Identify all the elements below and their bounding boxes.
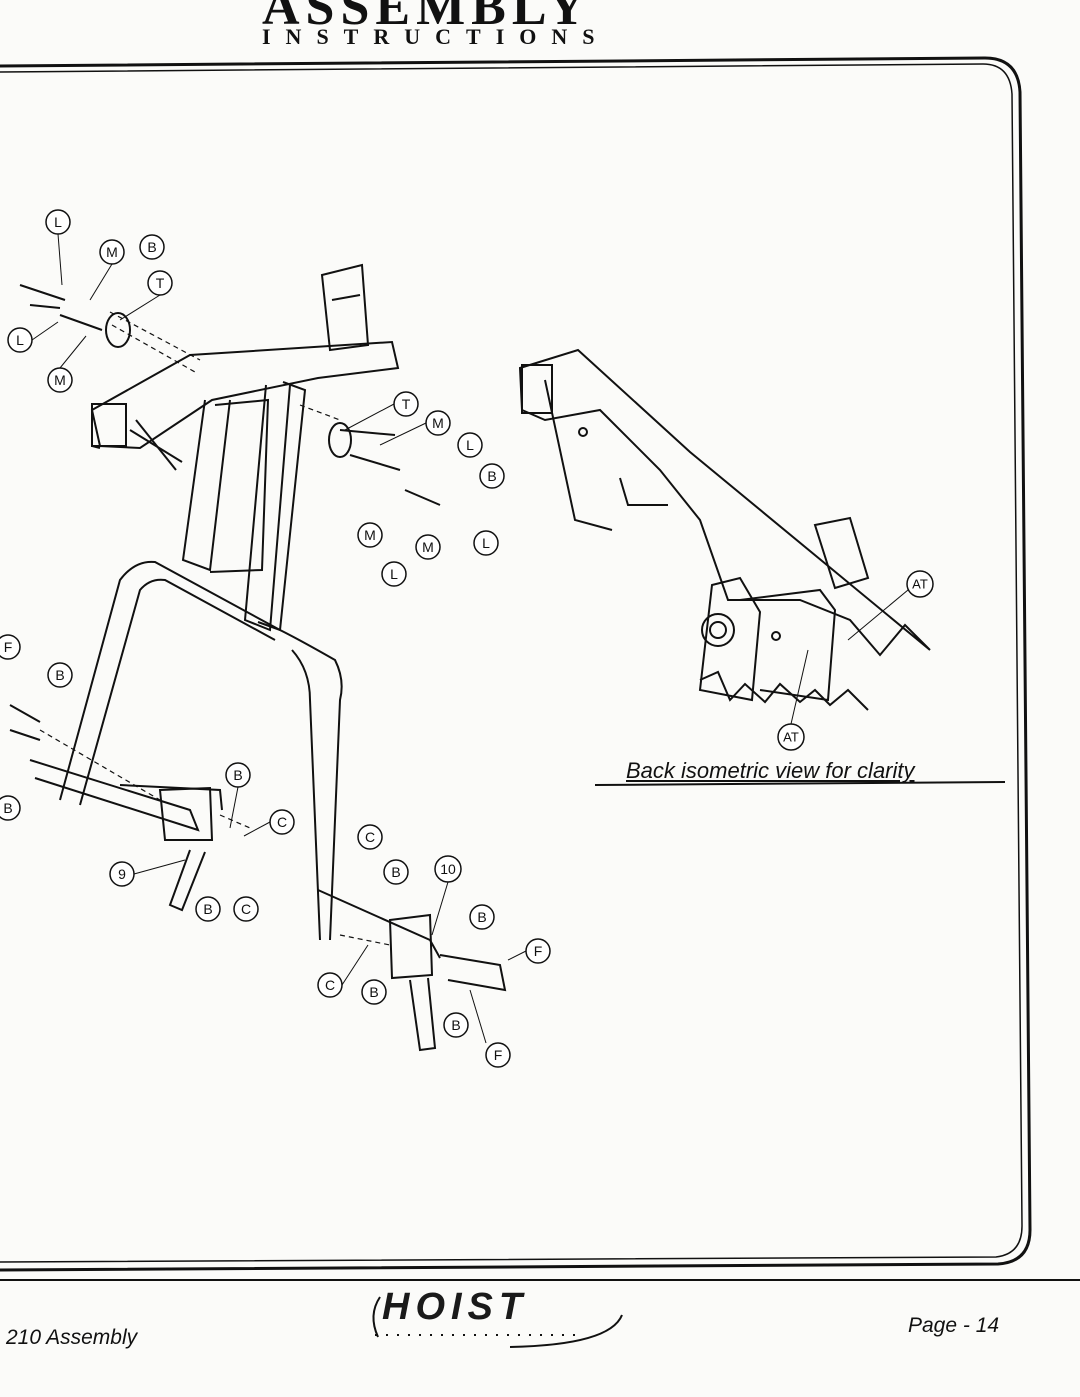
callout-label-m: M — [432, 415, 444, 431]
callout-label-b: B — [451, 1017, 461, 1033]
callout-label-b: B — [233, 767, 243, 783]
callout-label-c: C — [324, 977, 336, 993]
footer-document-name: 210 Assembly — [6, 1326, 138, 1349]
callout-label-f: F — [493, 1047, 503, 1063]
callout-label-m: M — [364, 527, 376, 543]
callout-label-b: B — [203, 901, 213, 917]
callout-label-at: AT — [912, 576, 928, 592]
callout-label-l: L — [482, 535, 490, 551]
callout-label-b: B — [55, 667, 65, 683]
callout-label-b: B — [477, 909, 487, 925]
page-frame — [0, 56, 1080, 1281]
callout-label-b: B — [3, 800, 13, 816]
callout-leaders — [31, 233, 909, 1044]
main-frame — [9, 263, 507, 1052]
page-subtitle: INSTRUCTIONS — [262, 24, 610, 49]
callout-label-c: C — [276, 814, 288, 830]
back-isometric-drawing — [518, 348, 1006, 786]
hoist-logo-text: HOIST — [382, 1286, 529, 1328]
callout-label-10: 10 — [440, 861, 456, 877]
callout-label-at: AT — [783, 729, 799, 745]
callout-label-l: L — [390, 566, 398, 582]
callout-label-m: M — [106, 244, 118, 260]
callout-label-b: B — [147, 239, 157, 255]
callout-label-b: B — [487, 468, 497, 484]
callout-label-l: L — [466, 437, 474, 453]
callout-label-m: M — [422, 539, 434, 555]
callout-label-t: T — [401, 396, 411, 412]
callout-label-l: L — [16, 332, 24, 348]
hoist-logo — [372, 1296, 623, 1348]
callout-label-b: B — [391, 864, 401, 880]
callout-label-t: T — [155, 275, 165, 291]
callout-label-9: 9 — [118, 866, 126, 882]
callout-label-b: B — [369, 984, 379, 1000]
figure-caption: Back isometric view for clarity — [626, 758, 915, 783]
callout-label-c: C — [364, 829, 376, 845]
callout-circles — [0, 209, 934, 1068]
callout-label-f: F — [3, 639, 13, 655]
page-title: ASSEMBLY — [262, 0, 592, 36]
callout-label-m: M — [54, 372, 66, 388]
callout-label-f: F — [533, 943, 543, 959]
page-number: Page - 14 — [908, 1314, 1000, 1337]
callout-label-c: C — [240, 901, 252, 917]
alignment-lines — [39, 311, 391, 946]
callout-label-l: L — [54, 214, 62, 230]
